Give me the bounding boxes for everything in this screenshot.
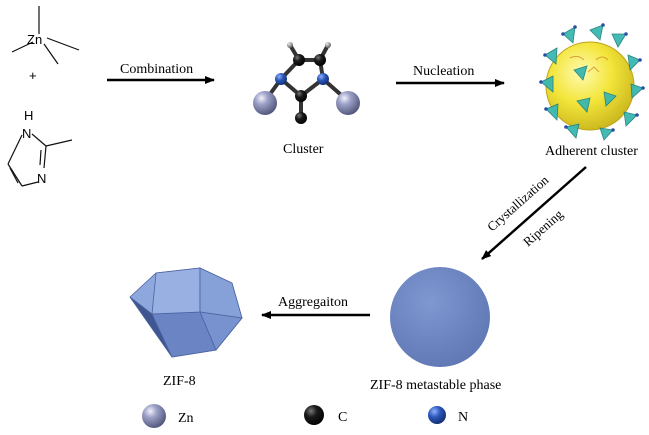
imidazole-n2-label: N: [37, 171, 46, 186]
cluster-carbon-atom: [295, 112, 307, 124]
legend-nitrogen-swatch: [428, 406, 446, 424]
crystallization-arrow: [481, 166, 587, 260]
cluster-hydrogen-atom: [287, 42, 293, 48]
legend: Zn C N: [142, 404, 468, 428]
cluster-carbon-atom: [293, 54, 305, 66]
combination-label: Combination: [120, 62, 193, 77]
zif8-crystal: [129, 267, 243, 358]
cluster-carbon-atom: [295, 90, 307, 102]
zinc-label: Zn: [27, 32, 42, 47]
cluster-hydrogen-atom: [325, 42, 331, 48]
legend-zinc-label: Zn: [178, 411, 194, 426]
nucleation-label: Nucleation: [413, 64, 474, 79]
adherent-cluster-label: Adherent cluster: [545, 144, 638, 159]
cluster-carbon-atom: [314, 54, 326, 66]
legend-zinc-swatch: [142, 404, 166, 428]
legend-carbon-label: C: [338, 410, 347, 425]
imidazole-n1-label: N: [22, 126, 31, 141]
zinc-precursor-structure: [11, 6, 80, 65]
cluster-nitrogen-atom: [275, 73, 287, 85]
zif8-label: ZIF-8: [163, 374, 196, 389]
cluster-label: Cluster: [283, 142, 324, 157]
plus-sign: +: [29, 68, 37, 83]
cluster-zinc-atom: [336, 91, 360, 115]
legend-carbon-swatch: [304, 405, 324, 425]
cluster-molecule: [253, 42, 360, 124]
legend-nitrogen-label: N: [458, 410, 468, 425]
adherent-cluster-sphere: [539, 23, 645, 141]
aggregation-label: Aggregaiton: [278, 295, 348, 310]
cluster-zinc-atom: [253, 91, 277, 115]
cluster-nitrogen-atom: [317, 73, 329, 85]
metastable-phase-label: ZIF-8 metastable phase: [370, 378, 501, 393]
metastable-phase-sphere: [390, 267, 490, 367]
methylimidazole-structure: [7, 133, 73, 187]
imidazole-h-label: H: [24, 108, 33, 123]
ripening-label: Ripening: [520, 206, 566, 249]
